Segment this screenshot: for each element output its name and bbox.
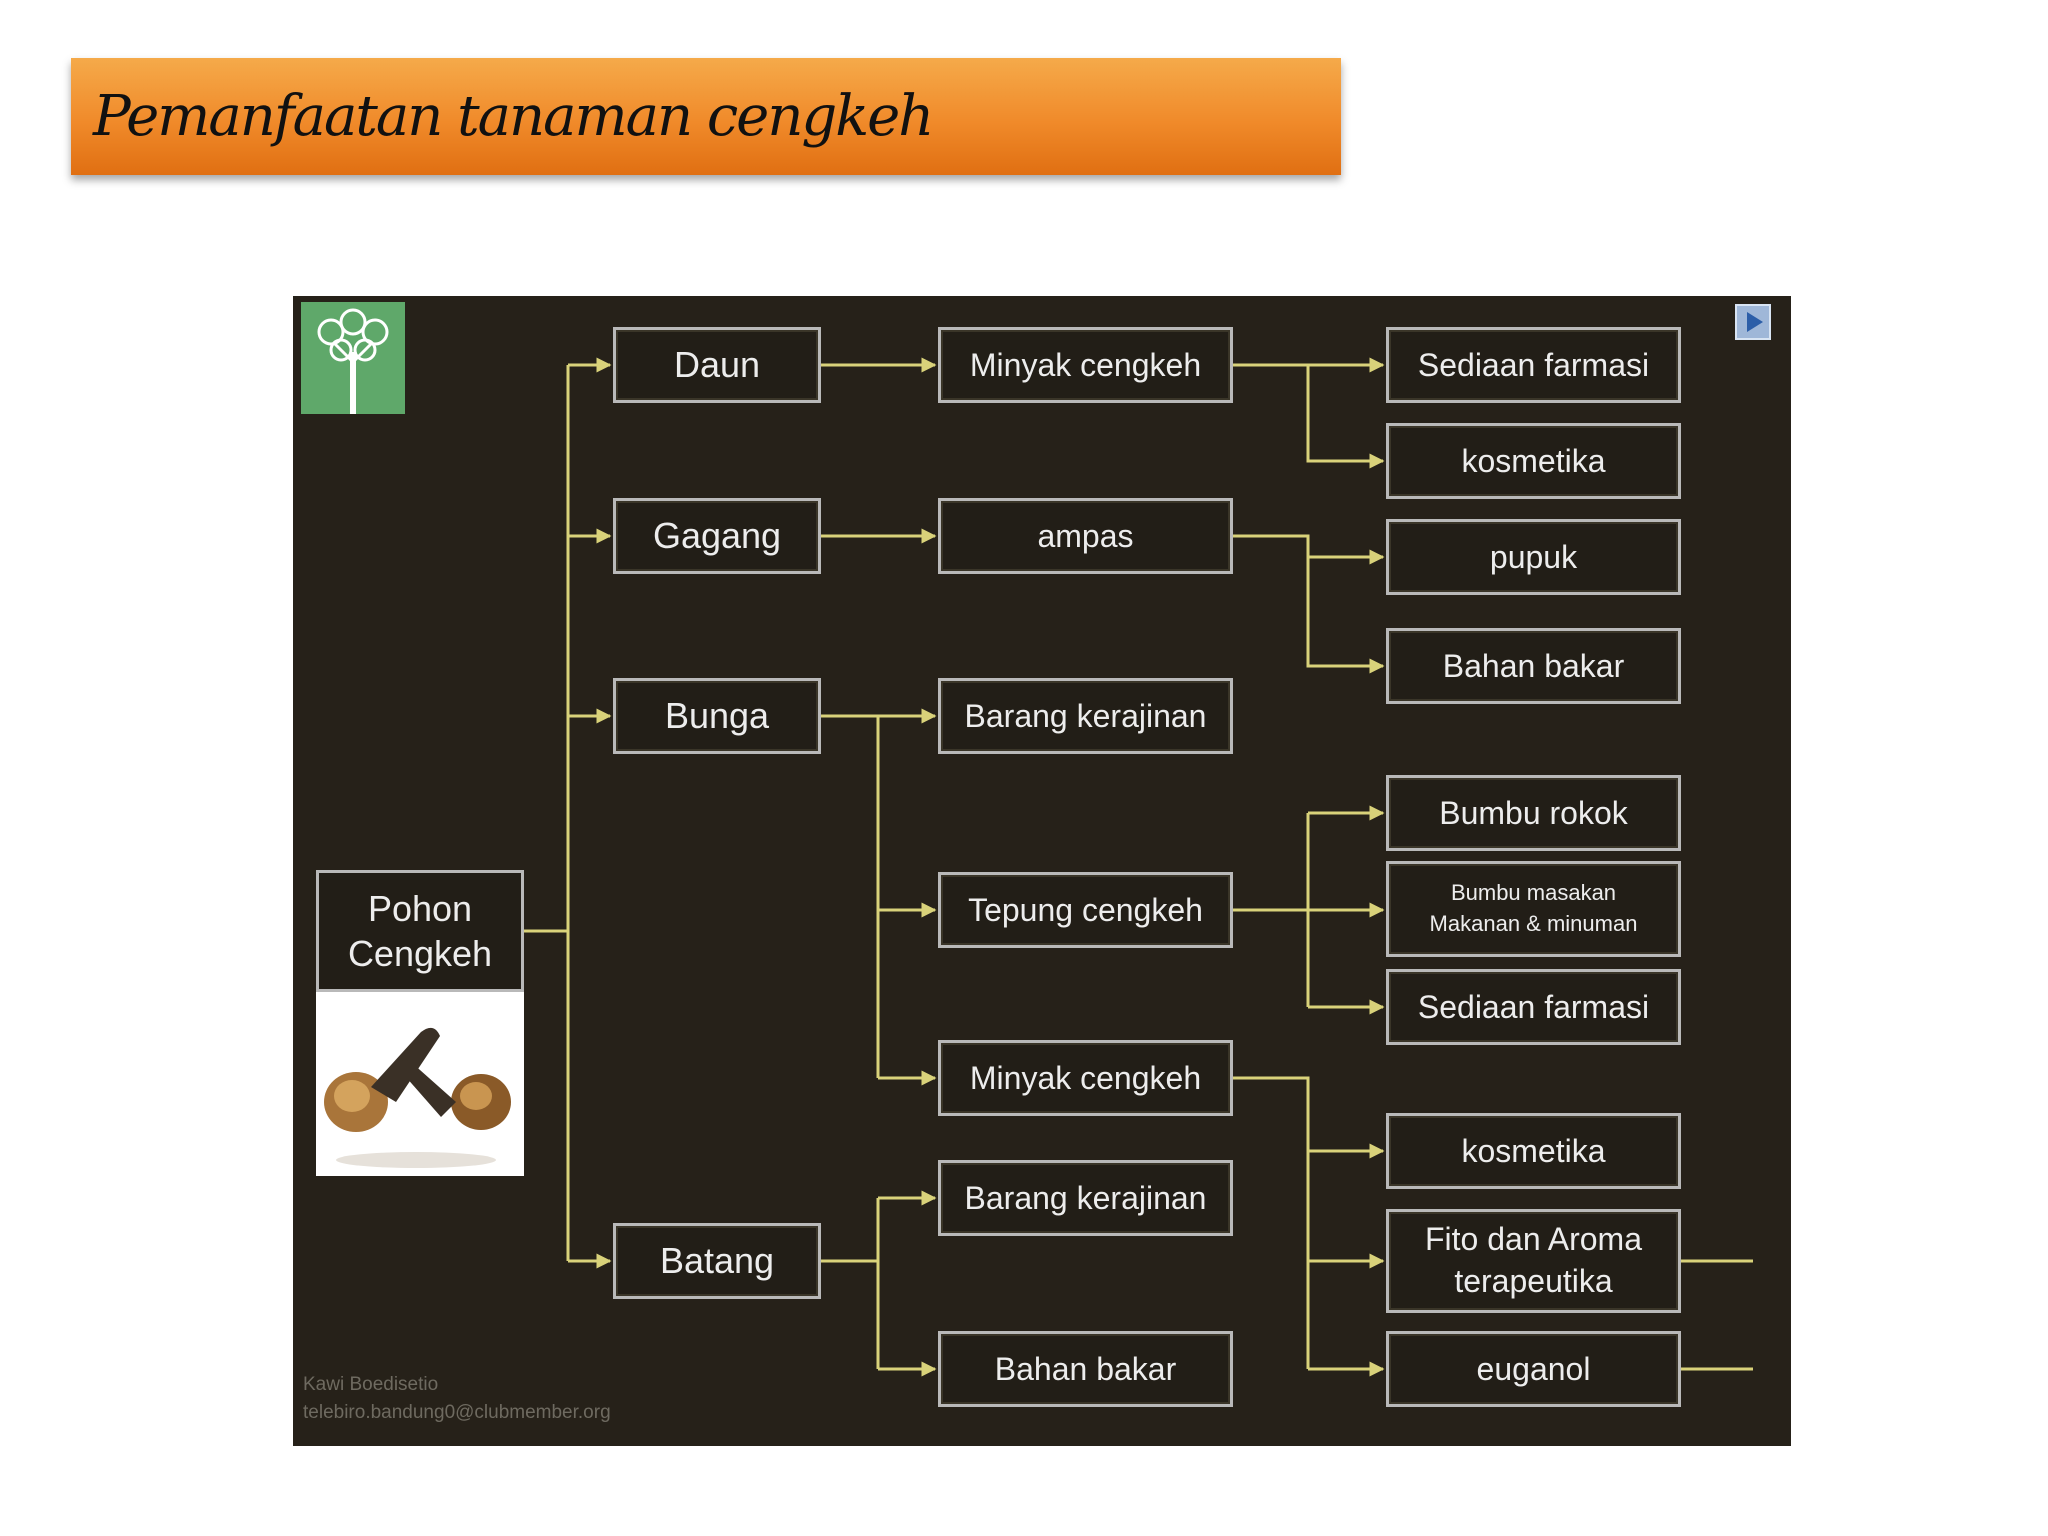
node-tepung-cengkeh: Tepung cengkeh — [938, 872, 1233, 948]
root-line-1: Pohon — [367, 888, 473, 929]
connector-minyak-bunga-uses — [1233, 1076, 1310, 1369]
title-bar: Pemanfaatan tanaman cengkeh — [71, 58, 1341, 175]
node-bumbu-masakan: Bumbu masakan Makanan & minuman — [1386, 861, 1681, 957]
node-minyak-cengkeh-daun: Minyak cengkeh — [938, 327, 1233, 403]
credit-author: Kawi Boedisetio — [303, 1374, 439, 1395]
connector-ampas-uses — [1233, 534, 1385, 674]
node-pohon-cengkeh: Pohon Cengkeh — [316, 870, 524, 992]
node-kosmetika-2: kosmetika — [1386, 1113, 1681, 1189]
connector-lines — [524, 357, 1753, 1377]
connector-bunga-trunk — [821, 714, 880, 1078]
node-ampas: ampas — [938, 498, 1233, 574]
node-kosmetika-1: kosmetika — [1386, 423, 1681, 499]
node-bahan-bakar: Bahan bakar — [1386, 628, 1681, 704]
play-icon[interactable] — [1735, 304, 1771, 340]
node-barang-kerajinan-batang: Barang kerajinan — [938, 1160, 1233, 1236]
page-title: Pemanfaatan tanaman cengkeh — [93, 84, 934, 149]
tree-logo-icon — [301, 302, 405, 414]
node-fito-aroma: Fito dan Aroma terapeutika — [1386, 1209, 1681, 1313]
node-batang: Batang — [613, 1223, 821, 1299]
node-minyak-cengkeh-bunga: Minyak cengkeh — [938, 1040, 1233, 1116]
node-sediaan-farmasi-2: Sediaan farmasi — [1386, 969, 1681, 1045]
node-daun: Daun — [613, 327, 821, 403]
node-bahan-bakar-batang: Bahan bakar — [938, 1331, 1233, 1407]
credit-email: telebiro.bandung0@clubmember.org — [303, 1401, 611, 1423]
node-gagang: Gagang — [613, 498, 821, 574]
root-line-2: Cengkeh — [347, 933, 493, 974]
connector-minyak-daun-uses — [1233, 363, 1385, 469]
node-bunga: Bunga — [613, 678, 821, 754]
credit-text: Kawi Boedisetio telebiro.bandung0@clubme… — [303, 1371, 611, 1426]
node-pupuk: pupuk — [1386, 519, 1681, 595]
node-sediaan-farmasi-1: Sediaan farmasi — [1386, 327, 1681, 403]
node-barang-kerajinan-bunga: Barang kerajinan — [938, 678, 1233, 754]
diagram-board: Pohon Cengkeh Daun Gagang Bunga Batang M… — [293, 296, 1791, 1446]
clove-photo — [316, 992, 524, 1176]
node-euganol: euganol — [1386, 1331, 1681, 1407]
node-bumbu-rokok: Bumbu rokok — [1386, 775, 1681, 851]
